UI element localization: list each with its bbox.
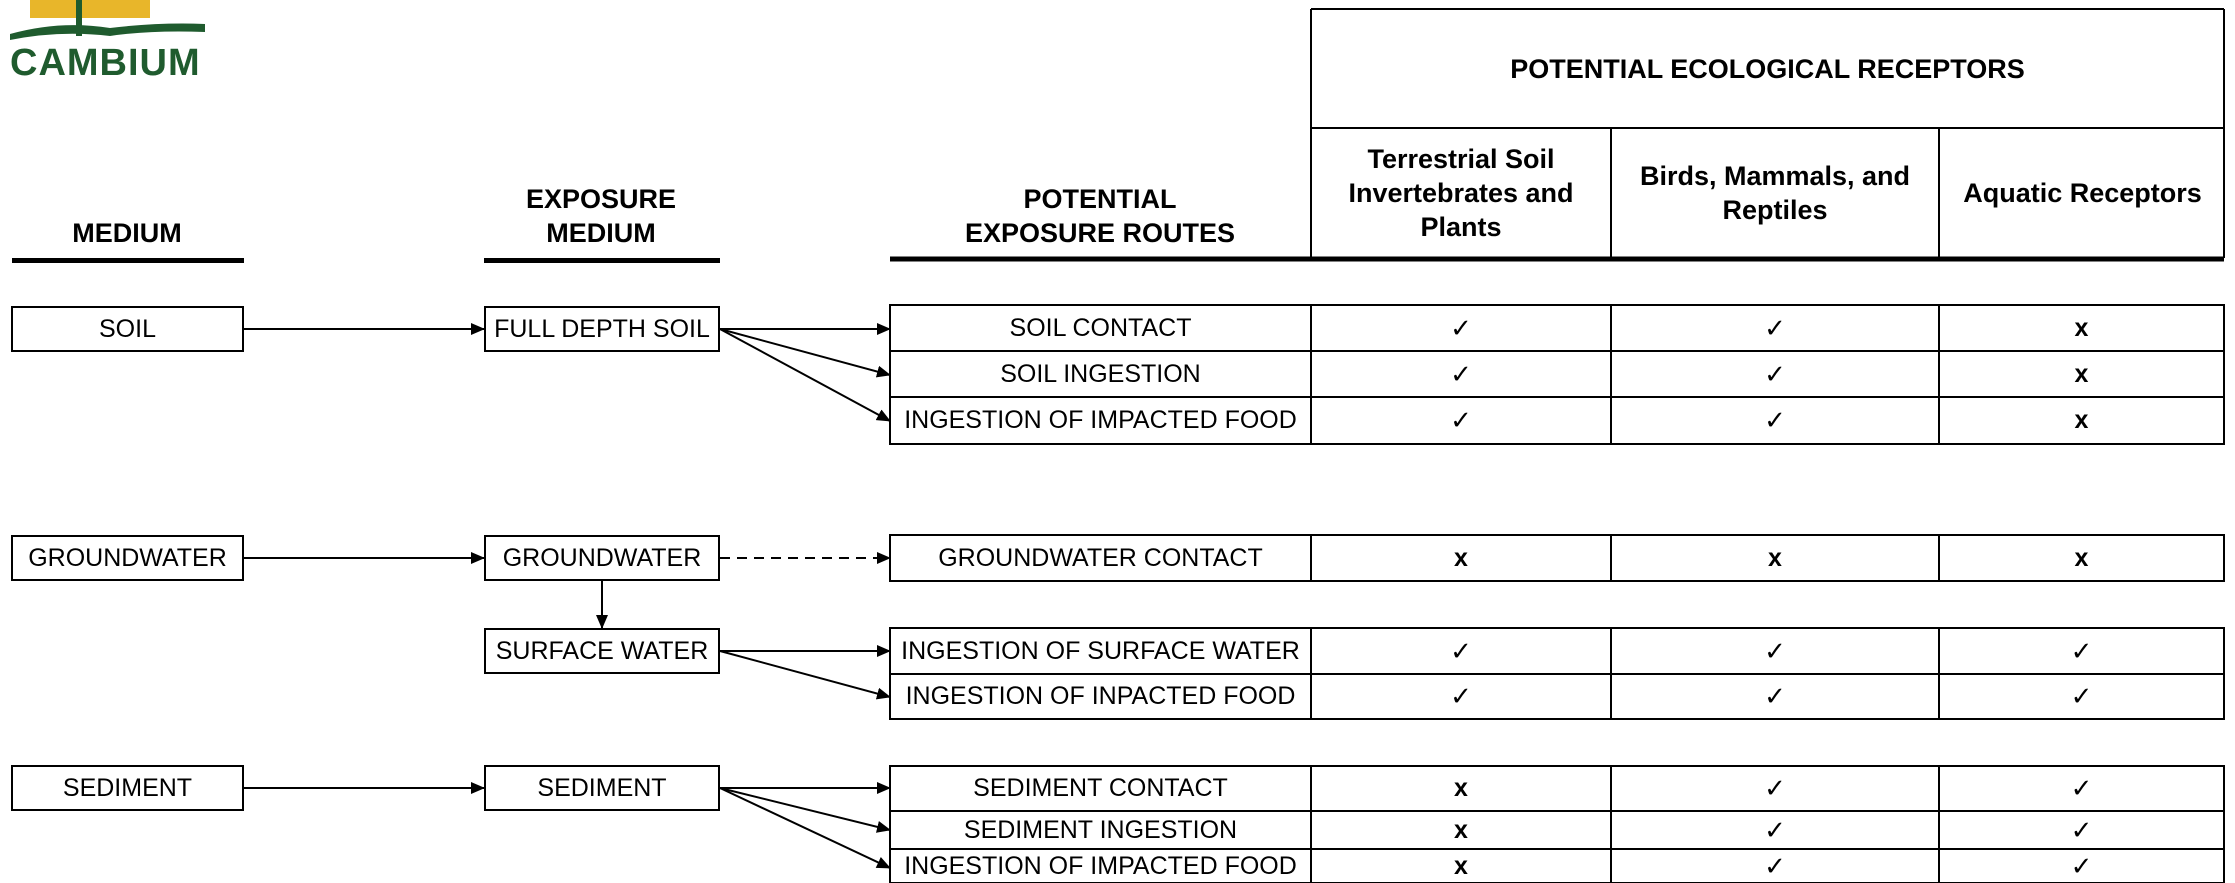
applicable-check-mark: ✓ [1450, 358, 1472, 389]
applicable-check-mark: ✓ [2070, 773, 2093, 803]
receptor-col-aquatic: Aquatic Receptors [1963, 178, 2202, 208]
applicable-check-mark: ✓ [1450, 635, 1472, 666]
not-applicable-mark: x [1454, 543, 1468, 572]
medium-soil: SOIL [11, 306, 244, 352]
applicable-check-mark: ✓ [1450, 405, 1472, 435]
route-label: SOIL INGESTION [1000, 359, 1201, 388]
applicable-check-mark: ✓ [2070, 814, 2093, 845]
not-applicable-mark: x [1768, 543, 1782, 572]
route-label: INGESTION OF SURFACE WATER [901, 636, 1300, 665]
cambium-logo-text: CAMBIUM [10, 42, 201, 84]
header-routes-line1: POTENTIAL [1023, 184, 1177, 214]
not-applicable-mark: x [1454, 774, 1468, 802]
applicable-check-mark: ✓ [1764, 635, 1786, 666]
exposure-sediment: SEDIMENT [484, 765, 720, 811]
applicable-check-mark: ✓ [1764, 850, 1786, 881]
header-exposure-medium: EXPOSURE MEDIUM [484, 180, 718, 252]
applicable-check-mark: ✓ [1764, 312, 1786, 343]
exposure-full-depth-soil: FULL DEPTH SOIL [484, 306, 720, 352]
applicable-check-mark: ✓ [1764, 814, 1786, 845]
medium-sediment: SEDIMENT [11, 765, 244, 811]
header-exposure-medium-line1: EXPOSURE [525, 184, 677, 214]
applicable-check-mark: ✓ [2070, 850, 2093, 881]
header-medium-text: MEDIUM [72, 218, 182, 248]
arrow-sed-to-food [719, 787, 891, 869]
arrow-sed-to-ingestion [719, 787, 891, 833]
header-medium: MEDIUM [12, 200, 242, 250]
exposure-groundwater: GROUNDWATER [484, 535, 720, 581]
applicable-check-mark: ✓ [1764, 773, 1786, 803]
applicable-check-mark: ✓ [1764, 358, 1786, 389]
receptor-col-birds: Birds, Mammals, and Reptiles [1639, 161, 1911, 225]
arrow-fulldepth-to-food [719, 328, 891, 422]
route-label: INGESTION OF IMPACTED FOOD [904, 851, 1297, 880]
route-label: INGESTION OF INPACTED FOOD [905, 682, 1296, 710]
applicable-check-mark: ✓ [2070, 635, 2093, 666]
not-applicable-mark: x [2074, 359, 2089, 388]
receptor-header-frame [890, 8, 2225, 262]
receptors-title: POTENTIAL ECOLOGICAL RECEPTORS [1510, 53, 2025, 84]
applicable-check-mark: ✓ [1450, 681, 1472, 711]
header-exposure-medium-line2: MEDIUM [546, 218, 656, 248]
arrow-fulldepth-to-ingestion [719, 328, 891, 378]
route-label: SEDIMENT INGESTION [963, 815, 1238, 844]
medium-groundwater: GROUNDWATER [11, 535, 244, 581]
not-applicable-mark: x [2074, 313, 2089, 342]
header-routes-line2: EXPOSURE ROUTES [964, 218, 1236, 248]
arrow-sw-to-food [719, 650, 891, 700]
applicable-check-mark: ✓ [1764, 405, 1786, 435]
route-label: INGESTION OF IMPACTED FOOD [904, 406, 1297, 434]
exposure-surface-water: SURFACE WATER [484, 628, 720, 674]
receptor-col-terrestrial: Terrestrial Soil Invertebrates and Plant… [1348, 144, 1574, 242]
route-label: SOIL CONTACT [1009, 313, 1192, 342]
flow-arrows [244, 323, 891, 869]
route-label: GROUNDWATER CONTACT [938, 543, 1263, 572]
header-medium-underline [12, 258, 244, 263]
header-exposure-medium-underline [484, 258, 720, 263]
not-applicable-mark: x [1454, 815, 1468, 844]
applicable-check-mark: ✓ [2070, 681, 2093, 711]
not-applicable-mark: x [2074, 543, 2089, 572]
applicable-check-mark: ✓ [1764, 681, 1786, 711]
cambium-logo: CAMBIUM [0, 0, 220, 90]
applicable-check-mark: ✓ [1450, 312, 1472, 343]
route-label: SEDIMENT CONTACT [973, 774, 1228, 802]
not-applicable-mark: x [2074, 406, 2089, 434]
cambium-logo-mark [10, 0, 205, 40]
not-applicable-mark: x [1454, 851, 1468, 880]
header-exposure-routes: POTENTIAL EXPOSURE ROUTES [890, 180, 1310, 252]
